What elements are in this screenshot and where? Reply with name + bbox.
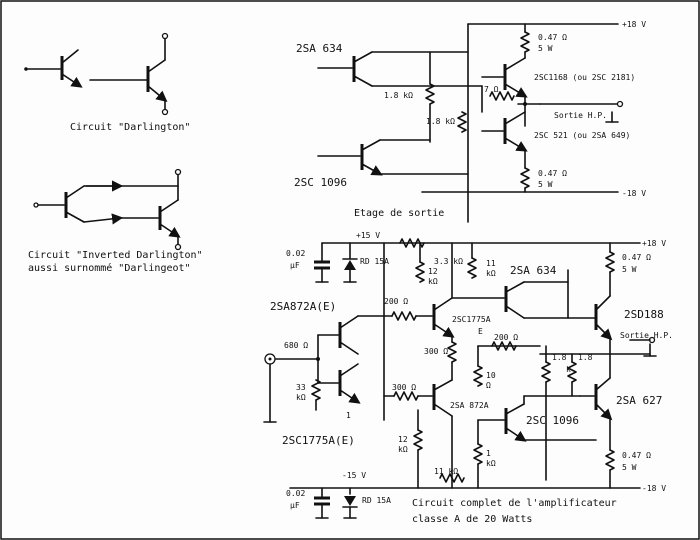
- ca-t-2sa627: 2SA 627: [616, 394, 662, 407]
- ca-t-2sc1775-left: 2SC1775A(E): [282, 434, 355, 447]
- complete-caption-1: Circuit complet de l'amplificateur: [412, 498, 617, 509]
- ca-r-300-b: 300 Ω: [392, 383, 416, 392]
- ca-r-047-bot-w: 5 W: [622, 463, 637, 472]
- ca-r-11k-top-unit: kΩ: [486, 269, 496, 278]
- ca-cap-bot-unit: μF: [290, 501, 300, 510]
- ca-node-1: 1: [346, 411, 351, 420]
- os-t-2sa634: 2SA 634: [296, 42, 343, 55]
- ca-t-2sa872-left: 2SA872A(E): [270, 300, 336, 313]
- darlington-caption: Circuit "Darlington": [70, 122, 190, 133]
- os-r-top: 0.47 Ω: [538, 33, 567, 42]
- ca-t-2sc1775-mid-grade: E: [478, 327, 483, 336]
- ca-hp-label: Sortie H.P.: [620, 331, 673, 340]
- ca-r-10: 10: [486, 371, 496, 380]
- ca-r-1k: 1: [486, 449, 491, 458]
- ca-cap-top: 0.02: [286, 249, 305, 258]
- os-r-bot-w: 5 W: [538, 180, 553, 189]
- ca-zener-bot: RD 15A: [362, 496, 391, 505]
- ca-cap-bot: 0.02: [286, 489, 305, 498]
- ca-r-k: k: [566, 365, 571, 374]
- os-r-bot: 0.47 Ω: [538, 169, 567, 178]
- output-stage-caption: Etage de sortie: [354, 208, 444, 219]
- ca-r-200-b: 200 Ω: [494, 333, 518, 342]
- output-stage-vpos: +18 V: [622, 20, 646, 29]
- ca-r-300: 300 Ω: [424, 347, 448, 356]
- ca-r-11k-bot: 11 kΩ: [434, 467, 458, 476]
- ca-r-11k-top: 11: [486, 259, 496, 268]
- os-r-7: 7 Ω: [484, 85, 499, 94]
- output-stage-vneg: -18 V: [622, 189, 646, 198]
- ca-r-18k-1: 1.8: [552, 353, 567, 362]
- os-hp-label: Sortie H.P.: [554, 111, 607, 120]
- ca-r-12k-top-unit: kΩ: [428, 277, 438, 286]
- os-t-2sc1096: 2SC 1096: [294, 176, 347, 189]
- ca-r-12k-top: 12: [428, 267, 438, 276]
- ca-r-047-top-w: 5 W: [622, 265, 637, 274]
- inverted-darlington-caption-1: Circuit "Inverted Darlington": [28, 250, 203, 261]
- ca-r-1k-unit: kΩ: [486, 459, 496, 468]
- ca-r-33k-in: 33: [296, 383, 306, 392]
- inverted-darlington-caption-2: aussi surnommé "Darlingeot": [28, 262, 191, 274]
- os-r-18k-b: 1.8 kΩ: [426, 117, 455, 126]
- ca-r-10-unit: Ω: [486, 381, 491, 390]
- ca-r-680: 680 Ω: [284, 341, 308, 350]
- os-r-top-w: 5 W: [538, 44, 553, 53]
- os-t-2sc521: 2SC 521 (ou 2SA 649): [534, 131, 630, 140]
- ca-r-33k-in-unit: kΩ: [296, 393, 306, 402]
- ca-cap-top-unit: μF: [290, 261, 300, 270]
- ca-r-200-a: 200 Ω: [384, 297, 408, 306]
- ca-r-12k-bot-unit: kΩ: [398, 445, 408, 454]
- complete-amplifier-diagram: +18 V -18 V +15 V -15 V 0.02 μF RD 15A 3…: [263, 231, 673, 525]
- ca-t-2sa634: 2SA 634: [510, 264, 557, 277]
- os-t-2sc1168: 2SC1168 (ou 2SC 2181): [534, 73, 635, 82]
- ca-v15-pos: +15 V: [356, 231, 380, 240]
- output-stage-diagram: +18 V -18 V 0.47 Ω 5 W 2SA 634 2SC1168 (…: [294, 20, 646, 223]
- ca-r-047-bot: 0.47 Ω: [622, 451, 651, 460]
- ca-v15-neg: -15 V: [342, 471, 366, 480]
- ca-t-2sa872-mid: 2SA 872A: [450, 401, 489, 410]
- ca-t-2sc1096: 2SC 1096: [526, 414, 579, 427]
- ca-r-33k-top: 3.3 kΩ: [434, 257, 463, 266]
- ca-r-18k-2: 1.8: [578, 353, 593, 362]
- ca-vneg: -18 V: [642, 484, 666, 493]
- os-r-18k-a: 1.8 kΩ: [384, 91, 413, 100]
- complete-caption-2: classe A de 20 Watts: [412, 514, 532, 525]
- darlington-diagram: Circuit "Darlington": [24, 32, 190, 133]
- ca-t-2sd188: 2SD188: [624, 308, 664, 321]
- ca-r-12k-bot: 12: [398, 435, 408, 444]
- ca-zener-top: RD 15A: [360, 257, 389, 266]
- ca-vpos: +18 V: [642, 239, 666, 248]
- ca-r-047-top: 0.47 Ω: [622, 253, 651, 262]
- ca-t-2sc1775-mid: 2SC1775A: [452, 315, 491, 324]
- inverted-darlington-diagram: Circuit "Inverted Darlington" aussi surn…: [28, 168, 203, 274]
